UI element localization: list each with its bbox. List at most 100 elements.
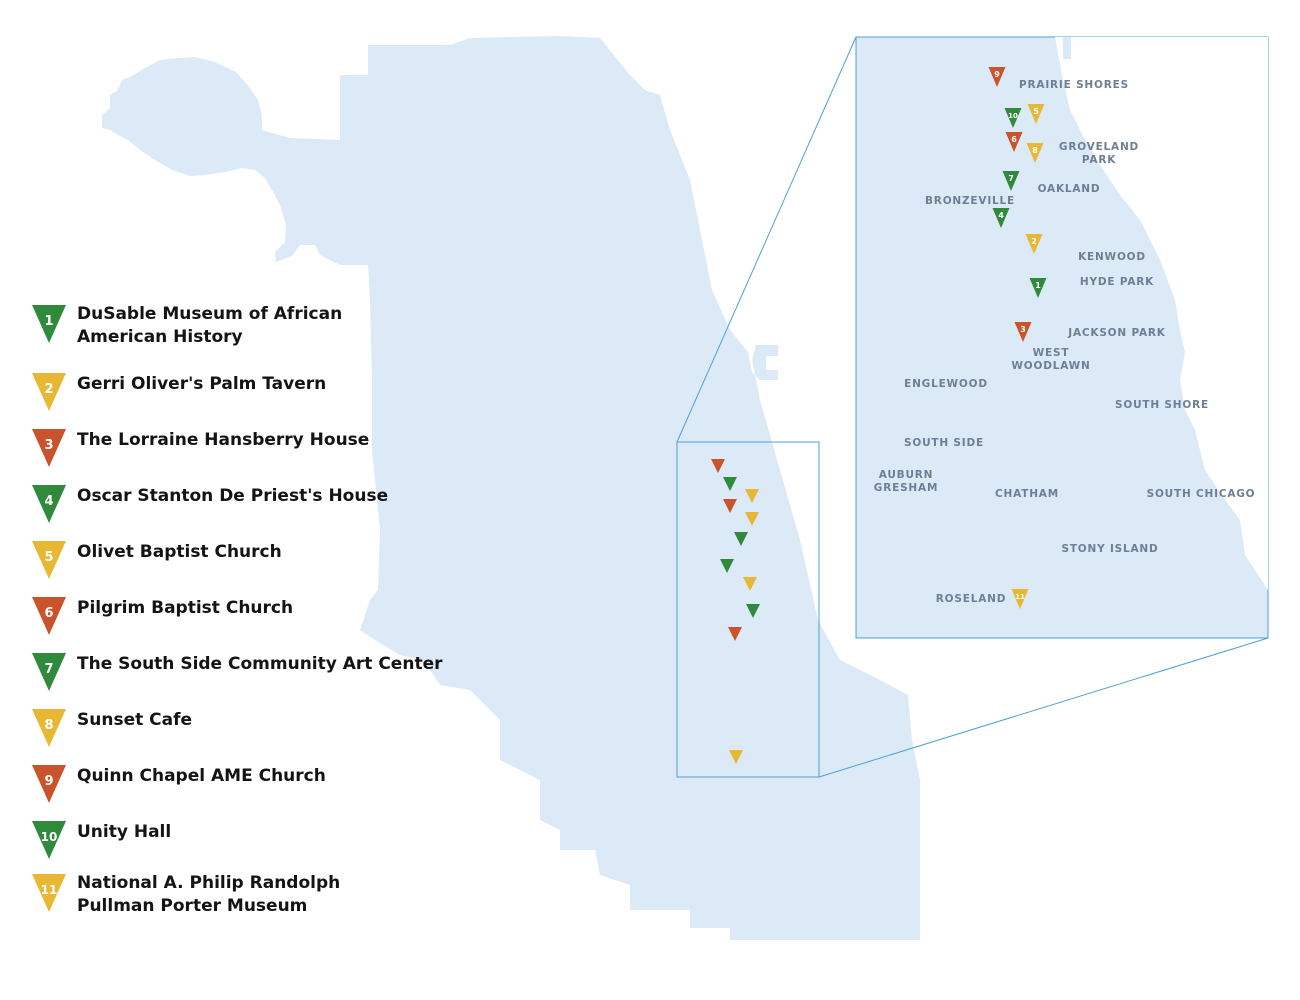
zoom-source-box [676, 441, 820, 778]
neighborhood-label: KENWOOD [1078, 251, 1146, 263]
marker-number: 4 [44, 494, 53, 509]
marker-triangle [32, 597, 66, 635]
inset-marker: 10 [1004, 108, 1022, 128]
marker-triangle [1025, 234, 1043, 254]
legend-label: Olivet Baptist Church [77, 541, 447, 564]
legend-label-line: American History [77, 327, 243, 347]
neighborhood-label: STONY ISLAND [1061, 543, 1158, 555]
marker-triangle [32, 874, 66, 912]
marker-number: 11 [1015, 593, 1025, 601]
inset-harbor [1175, 425, 1190, 440]
inset-marker: 5 [1027, 104, 1045, 124]
marker-triangle [32, 305, 66, 343]
legend-label: Gerri Oliver's Palm Tavern [77, 373, 447, 396]
neighborhood-label: JACKSON PARK [1067, 327, 1166, 339]
marker-number: 9 [994, 70, 1000, 79]
triangle-marker-icon: 4 [32, 485, 66, 523]
marker-triangle [1002, 171, 1020, 191]
triangle-marker-icon: 2 [32, 373, 66, 411]
legend-label: Pilgrim Baptist Church [77, 597, 447, 620]
neighborhood-label: OAKLAND [1038, 183, 1101, 195]
marker-triangle [1029, 278, 1047, 298]
neighborhood-label: PRAIRIE SHORES [1019, 79, 1129, 91]
legend-label-line: Oscar Stanton De Priest's House [77, 486, 389, 506]
marker-triangle [32, 709, 66, 747]
legend-item: 2 Gerri Oliver's Palm Tavern [32, 373, 452, 423]
legend-label: The South Side Community Art Center [77, 653, 447, 676]
marker-triangle [1027, 104, 1045, 124]
neighborhood-label: SOUTH SIDE [904, 437, 984, 449]
neighborhood-label: ROSELAND [936, 593, 1006, 605]
marker-triangle [1004, 108, 1022, 128]
inset-marker: 8 [1026, 143, 1044, 163]
marker-triangle [32, 765, 66, 803]
legend-label: Unity Hall [77, 821, 447, 844]
legend-label: Quinn Chapel AME Church [77, 765, 447, 788]
marker-number: 1 [1035, 281, 1041, 290]
map-marker [746, 604, 760, 618]
marker-triangle [1026, 143, 1044, 163]
map-marker [743, 577, 757, 591]
triangle-marker-icon: 1 [32, 305, 66, 343]
zoom-connector-bottom [818, 637, 1269, 778]
legend-label-line: The Lorraine Hansberry House [77, 430, 370, 450]
neighborhood-label: HYDE PARK [1080, 276, 1154, 288]
marker-triangle [32, 373, 66, 411]
triangle-marker-icon: 9 [32, 765, 66, 803]
marker-number: 3 [1020, 325, 1026, 334]
marker-number: 11 [41, 883, 58, 897]
legend-label: Oscar Stanton De Priest's House [77, 485, 447, 508]
triangle-marker-icon: 8 [32, 709, 66, 747]
zoom-connector-top [676, 36, 857, 443]
map-marker [745, 512, 759, 526]
marker-triangle [1014, 322, 1032, 342]
inset-lake-michigan [1055, 37, 1268, 590]
legend-item: 9 Quinn Chapel AME Church [32, 765, 452, 815]
marker-number: 4 [998, 211, 1004, 220]
marker-number: 1 [44, 314, 53, 329]
inset-marker: 1 [1029, 278, 1047, 298]
marker-number: 3 [44, 438, 53, 453]
marker-triangle [992, 208, 1010, 228]
marker-number: 6 [1011, 135, 1017, 144]
map-marker [728, 627, 742, 641]
marker-triangle [32, 821, 66, 859]
marker-triangle [32, 485, 66, 523]
inset-marker: 9 [988, 67, 1006, 87]
marker-triangle [1011, 589, 1029, 609]
marker-number: 10 [1008, 112, 1018, 120]
neighborhood-label: CHATHAM [995, 488, 1059, 500]
inset-marker: 11 [1011, 589, 1029, 609]
city-outline [102, 36, 920, 940]
marker-triangle [1005, 132, 1023, 152]
inset-marker: 2 [1025, 234, 1043, 254]
legend-label: Sunset Cafe [77, 709, 447, 732]
inset-pier [1063, 37, 1071, 59]
legend-label-line: Pilgrim Baptist Church [77, 598, 294, 618]
triangle-marker-icon: 6 [32, 597, 66, 635]
map-marker [711, 459, 725, 473]
legend-item: 8 Sunset Cafe [32, 709, 452, 759]
legend-item: 4 Oscar Stanton De Priest's House [32, 485, 452, 535]
map-marker [723, 499, 737, 513]
marker-number: 2 [44, 382, 53, 397]
marker-triangle [988, 67, 1006, 87]
marker-number: 2 [1031, 237, 1037, 246]
legend-label-line: Unity Hall [77, 822, 172, 842]
marker-number: 9 [44, 774, 53, 789]
map-notch [288, 174, 318, 190]
city-shape [102, 36, 920, 940]
inset-marker: 6 [1005, 132, 1023, 152]
legend-item: 6 Pilgrim Baptist Church [32, 597, 452, 647]
triangle-marker-icon: 5 [32, 541, 66, 579]
marker-number: 10 [41, 830, 58, 844]
marker-number: 6 [44, 606, 53, 621]
map-marker [723, 477, 737, 491]
